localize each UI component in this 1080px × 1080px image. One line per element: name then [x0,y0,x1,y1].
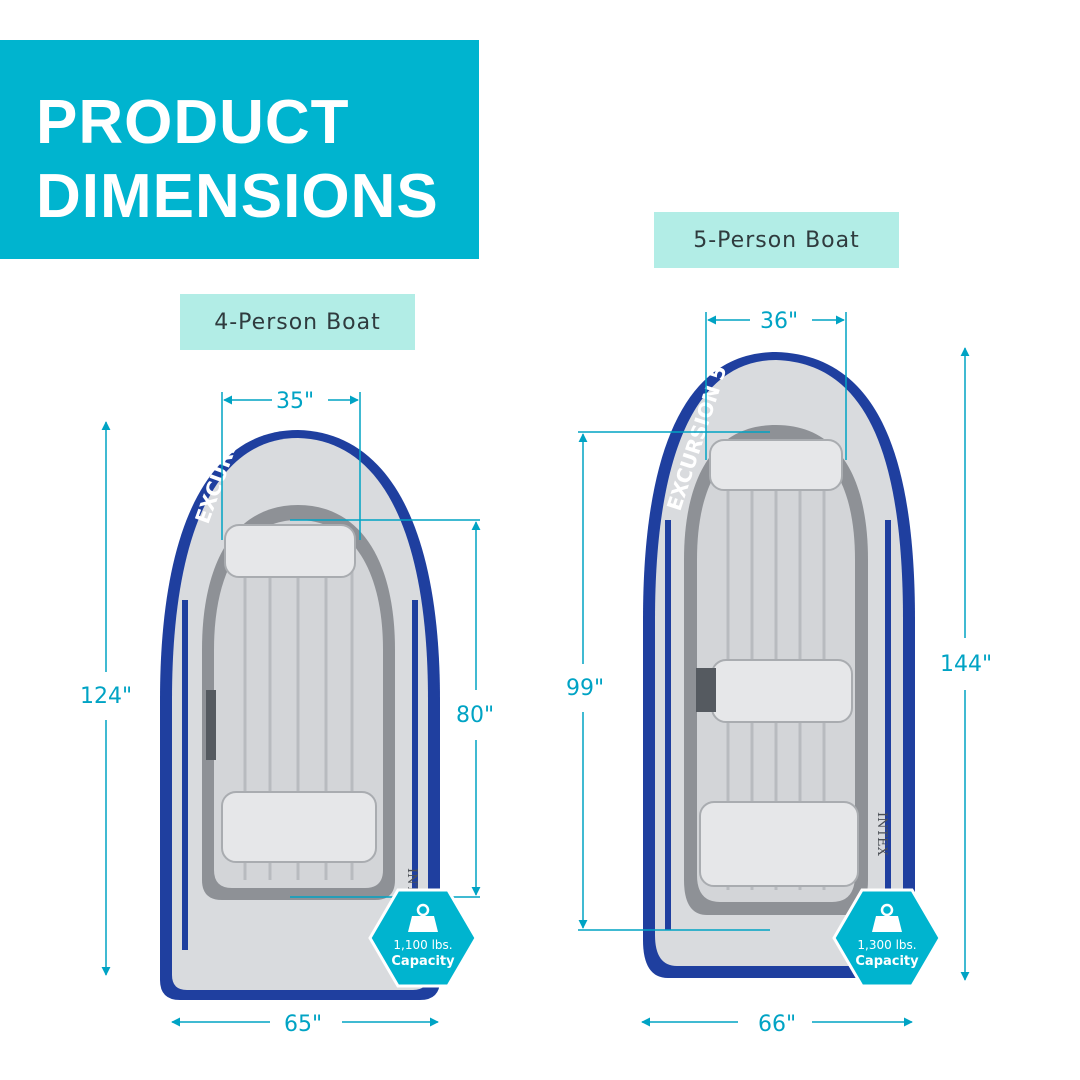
title-banner: PRODUCT DIMENSIONS [0,40,479,259]
dim-4-length-total: 124" [80,684,133,709]
capacity-label-5: Capacity [855,954,919,969]
boat-5-person: EXCURSION 5 INTEX [643,352,915,978]
weight-icon [872,903,902,932]
dim-5-length-total: 144" [940,652,993,677]
dim-5-width-total: 66" [758,1012,797,1037]
dimension-lines-5 [578,312,970,1027]
title-line-1: PRODUCT [36,88,350,157]
weight-icon [408,903,438,932]
dim-5-width-inner: 36" [760,309,799,334]
capacity-badge-4: 1,100 lbs. Capacity [375,890,471,986]
boat-label-4-person: 4-Person Boat [180,294,415,350]
dim-4-length-inner: 80" [456,703,495,728]
capacity-badge-shape-5 [832,888,942,988]
capacity-badge-5: 1,300 lbs. Capacity [839,890,935,986]
boat-label-5-person: 5-Person Boat [654,212,899,268]
capacity-badge-shape-4 [368,888,478,988]
capacity-weight-4: 1,100 lbs. [393,938,453,952]
capacity-weight-5: 1,300 lbs. [857,938,917,952]
capacity-label-4: Capacity [391,954,455,969]
dim-5-length-inner: 99" [566,676,605,701]
brand-text-5a: INTEX [874,812,889,857]
title-line-2: DIMENSIONS [36,162,439,231]
dim-4-width-total: 65" [284,1012,323,1037]
boat-4-person: EXCURSION 4 INTEX [160,376,440,1000]
dim-4-width-inner: 35" [276,389,315,414]
